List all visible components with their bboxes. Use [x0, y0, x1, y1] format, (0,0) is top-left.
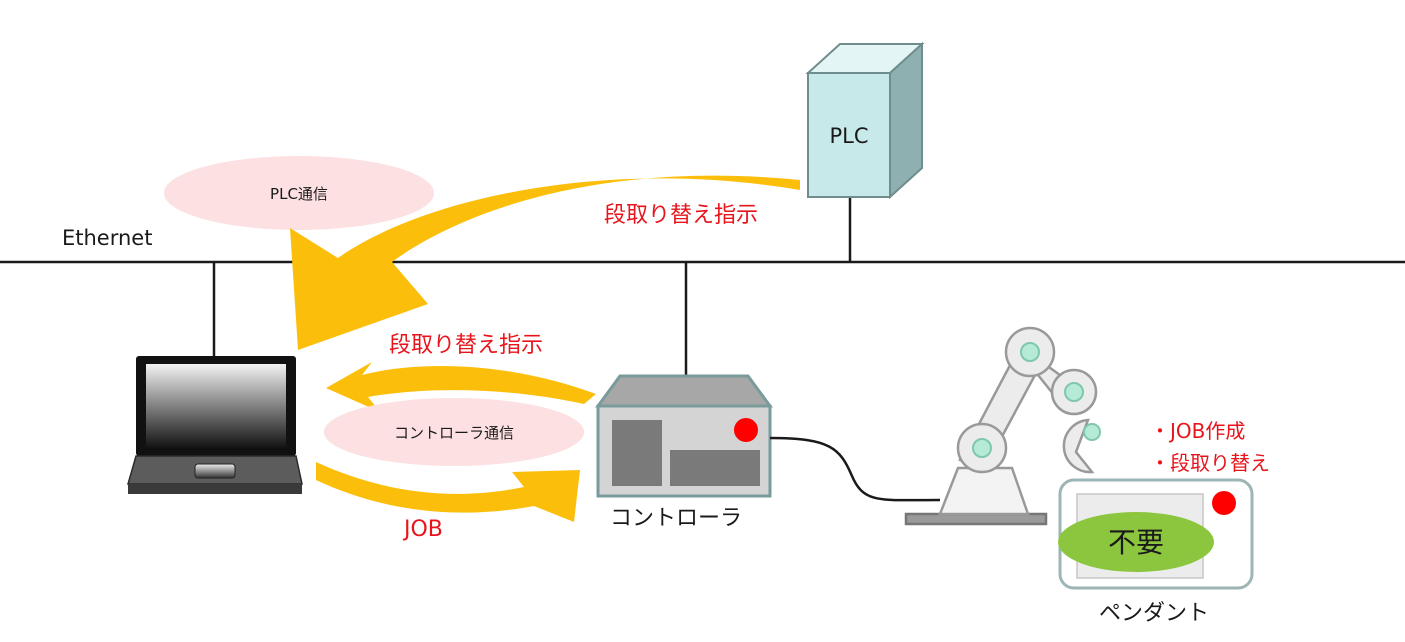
ethernet-label: Ethernet	[62, 226, 152, 250]
pc-to-controller-arrow	[316, 462, 580, 522]
pendant-badge	[1058, 512, 1214, 572]
controller-status-lamp	[734, 418, 758, 442]
plc-to-pc-arrow	[290, 175, 800, 350]
plc-comm-bubble	[164, 156, 434, 230]
pc-instruction-label: 段取り替え指示	[389, 333, 543, 358]
laptop	[127, 356, 303, 494]
controller-to-pc-arrow	[326, 362, 596, 412]
controller-robot-cable	[769, 436, 941, 502]
controller-label: コントローラ	[610, 506, 742, 531]
job-label: JOB	[402, 517, 443, 542]
plc-label: PLC	[829, 124, 868, 148]
controller-comm-label: コントローラ通信	[394, 424, 514, 442]
plc-instruction-label: 段取り替え指示	[604, 203, 758, 228]
pendant-note-changeover: ・段取り替え	[1150, 451, 1270, 475]
pendant-device: 不要 ペンダント	[1058, 478, 1254, 626]
pendant-badge-text: 不要	[1108, 526, 1164, 559]
plc-device: PLC	[805, 41, 925, 200]
pendant-label: ペンダント	[1099, 601, 1209, 626]
controller-device: コントローラ	[595, 374, 773, 531]
robot-arm	[904, 326, 1101, 526]
pendant-stop-button	[1212, 491, 1236, 515]
pendant-note-job: ・JOB作成	[1150, 419, 1245, 443]
controller-comm-bubble	[324, 398, 584, 466]
plc-comm-label: PLC通信	[270, 185, 328, 203]
